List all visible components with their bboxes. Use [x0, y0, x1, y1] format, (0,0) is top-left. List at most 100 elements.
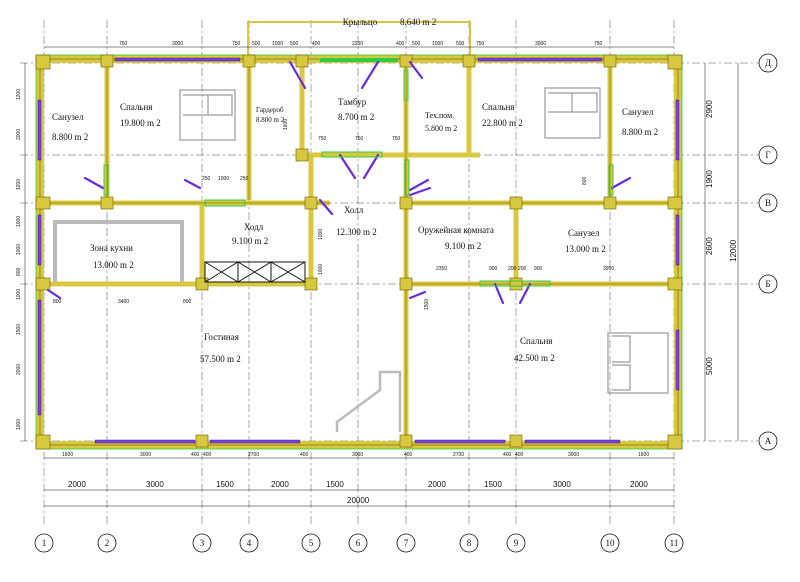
axis-col-label: 1 [42, 538, 47, 548]
dim-bottom-label: 2000 [428, 480, 446, 489]
dim-inner-label: 250 [202, 176, 211, 182]
dim-left-label: 1200 [16, 89, 22, 100]
room-area-spalnya-3: 42.500 m 2 [514, 353, 555, 363]
dim-right-label: 5000 [705, 357, 714, 375]
dim-bottom-top-label: 400 [203, 452, 212, 458]
room-area-spalnya-1: 19.800 m 2 [120, 118, 161, 128]
dim-inner-label: 800 [53, 299, 62, 305]
dim-top-label: 1000 [272, 41, 283, 47]
room-area-sanuzel-right: 8.800 m 2 [622, 127, 658, 137]
room-area-gostinaya: 57.500 m 2 [200, 354, 241, 364]
porch-area: 8.640 m 2 [400, 17, 436, 27]
room-name-gostinaya: Гостиная [204, 332, 239, 342]
room-name-oruzheynaya: Оружейная комната [418, 225, 494, 235]
dim-left-label: 2000 [16, 129, 22, 140]
dim-top-label: 3000 [172, 41, 183, 47]
dim-bottom-top-label: 3000 [140, 452, 151, 458]
dim-bottom-top-label: 400 [503, 452, 512, 458]
dim-bottom-label: 1500 [216, 480, 234, 489]
dim-top-label: 500 [290, 41, 299, 47]
axis-markers-columns [34, 533, 684, 553]
dim-inner-label: 1500 [424, 299, 430, 310]
dim-bottom-top-label: 2700 [248, 452, 259, 458]
dim-inner-label: 900 [489, 266, 498, 272]
dim-bottom-top-label: 400 [191, 452, 200, 458]
room-area-kholl: 12.300 m 2 [336, 227, 377, 237]
dim-top-label: 750 [594, 41, 603, 47]
axis-row-label: Г [765, 150, 770, 160]
dim-right-label: 2600 [705, 237, 714, 255]
dim-bottom-top-label: 400 [404, 452, 413, 458]
dim-inner-label: 250 [240, 176, 249, 182]
dim-inner-label: 800 [183, 299, 192, 305]
room-area-garderob: 8.800 m 2 [256, 116, 285, 124]
dim-inner-label: 3950 [603, 266, 614, 272]
dim-inner-label: 200 [508, 266, 517, 272]
dim-inner-label: 3400 [118, 299, 129, 305]
dim-bottom: 1600 3000 400 400 2700 400 3000 400 2700… [44, 452, 674, 507]
axis-col-label: 10 [606, 538, 616, 548]
room-name-sanuzel-left: Санузел [52, 112, 84, 122]
dim-top-label: 500 [456, 41, 465, 47]
dim-bottom-label: 1500 [484, 480, 502, 489]
dim-inner-label: 750 [392, 136, 401, 142]
room-name-spalnya-1: Спальня [120, 102, 152, 112]
dim-top-label: 500 [252, 41, 261, 47]
dim-bottom-top-label: 2700 [453, 452, 464, 458]
dim-right-label: 2900 [705, 100, 714, 118]
dim-bottom-label: 2000 [630, 480, 648, 489]
dim-top: 750 3000 750 500 1000 500 400 2200 400 5… [44, 41, 674, 48]
room-name-spalnya-2: Спальня [482, 102, 514, 112]
axis-row-label: Б [765, 279, 770, 289]
dim-bottom-top-label: 1600 [638, 452, 649, 458]
room-name-sanuzel-mid: Санузел [568, 228, 600, 238]
room-area-zona-kukhni: 13.000 m 2 [93, 260, 134, 270]
wall-joints [35, 54, 683, 450]
room-area-oruzheynaya: 9.100 m 2 [445, 241, 481, 251]
room-name-garderob: Гардероб [256, 106, 284, 114]
axis-col-label: 8 [467, 538, 472, 548]
room-labels: Санузел 8.800 m 2 Спальня 19.800 m 2 Гар… [52, 97, 658, 364]
dim-bottom-top-label: 1600 [62, 452, 73, 458]
axis-labels-columns: 1 2 3 4 5 6 7 8 9 10 11 [42, 538, 679, 548]
dim-top-label: 1000 [432, 41, 443, 47]
dim-left-label: 1000 [16, 289, 22, 300]
room-name-zona-kukhni: Зона кухни [90, 243, 133, 253]
dim-top-label: 2200 [352, 41, 363, 47]
dim-inner-label: 900 [534, 266, 543, 272]
dim-inner: 250 1000 250 3400 800 800 750 750 750 16… [53, 119, 614, 310]
dim-right-total: 12000 [729, 239, 738, 262]
dim-top-label: 500 [412, 41, 421, 47]
dim-right: 2900 1900 2600 5000 12000 [704, 63, 739, 441]
dim-left-label: 2000 [16, 364, 22, 375]
room-name-spalnya-3: Спальня [520, 336, 552, 346]
dim-inner-label: 1000 [318, 264, 324, 275]
room-area-tekhpom: 5.800 m 2 [425, 124, 457, 133]
dim-top-label: 400 [396, 41, 405, 47]
room-area-khod-left: 9.100 m 2 [232, 236, 268, 246]
porch: Крыльцо 8.640 m 2 [247, 17, 471, 62]
dim-bottom-label: 1500 [326, 480, 344, 489]
dim-top-label: 750 [232, 41, 241, 47]
axis-col-label: 9 [514, 538, 519, 548]
dim-bottom-label: 2000 [271, 480, 289, 489]
room-area-spalnya-2: 22.800 m 2 [482, 118, 523, 128]
dim-inner-label: 750 [318, 136, 327, 142]
dim-inner-label: 2350 [436, 266, 447, 272]
axis-col-label: 7 [404, 538, 409, 548]
room-area-sanuzel-mid: 13.000 m 2 [565, 244, 606, 254]
dim-top-label: 750 [119, 41, 128, 47]
axis-row-label: В [765, 198, 771, 208]
room-area-sanuzel-left: 8.800 m 2 [52, 132, 88, 142]
axis-row-label: А [765, 436, 772, 446]
axis-col-label: 6 [356, 538, 361, 548]
room-name-tekhpom: Тех.пом. [425, 111, 454, 120]
dim-inner-label: 1000 [318, 229, 324, 240]
axis-row-label: Д [765, 58, 771, 68]
dim-inner-label: 1000 [218, 176, 229, 182]
dim-left-label: 1200 [16, 179, 22, 190]
room-name-khod-left: Ходл [244, 222, 264, 232]
dim-bottom-label: 3000 [146, 480, 164, 489]
axis-col-label: 5 [309, 538, 314, 548]
